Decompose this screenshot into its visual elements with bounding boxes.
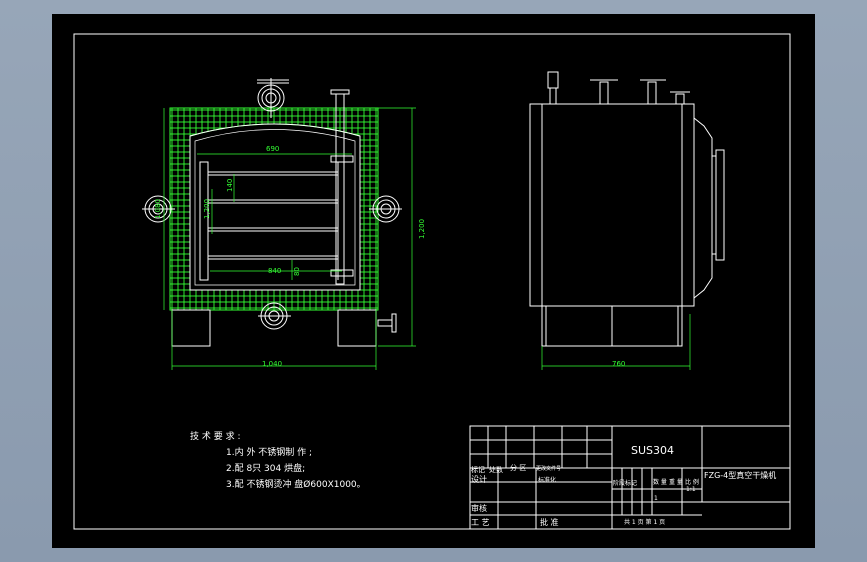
left-leg xyxy=(171,309,211,347)
technical-requirements: 技 术 要 求 : 1.内 外 不锈钢制 作 ; 2.配 8只 304 烘盘; … xyxy=(190,429,366,493)
tech-req-item-2: 2.配 8只 304 烘盘; xyxy=(226,464,306,474)
drawing-frame xyxy=(73,33,791,530)
dim-overall-height: 1,200 xyxy=(418,219,426,239)
title-block xyxy=(469,425,791,530)
approve-label: 批 准 xyxy=(540,517,559,527)
design-label: 设计 xyxy=(471,474,487,484)
dim-inner-width: 690 xyxy=(266,145,279,153)
drawing-name: FZG-4型真空干燥机 xyxy=(704,470,776,480)
quantity-label: 数 量 xyxy=(653,478,667,486)
scale-value: 1:1 xyxy=(686,486,696,493)
left-flange xyxy=(142,195,175,223)
inner-chamber xyxy=(189,123,361,291)
process-label: 工 艺 xyxy=(471,518,490,527)
dim-small-gap: 80 xyxy=(293,267,301,276)
dim-tray-spacing: 140 xyxy=(226,179,234,192)
side-door xyxy=(693,117,713,299)
side-body xyxy=(529,103,695,307)
scale-label: 比 例 xyxy=(685,478,699,486)
dim-left-inner: 1,200 xyxy=(203,199,211,219)
quantity-value: 1 xyxy=(654,495,658,502)
dim-side-width: 760 xyxy=(612,360,625,368)
weight-label: 重 量 xyxy=(669,478,683,486)
dim-shelf-width: 840 xyxy=(268,267,281,275)
standard-label: 标准化 xyxy=(538,476,556,484)
dim-bottom-width: 1,040 xyxy=(262,360,282,368)
change-doc-label: 更改文件号 xyxy=(536,465,561,472)
tech-req-item-1: 1.内 外 不锈钢制 作 ; xyxy=(226,448,313,458)
right-leg xyxy=(337,309,377,347)
sheets-label: 共 1 页 第 1 页 xyxy=(624,518,665,526)
drain-valve xyxy=(377,313,397,333)
door-handle xyxy=(715,149,725,261)
heating-pipe xyxy=(330,89,354,285)
drawing-canvas: 690 140 1,080 1,200 840 80 1,200 1,040 xyxy=(52,14,815,548)
zone-label: 分 区 xyxy=(510,463,526,472)
review-label: 审核 xyxy=(471,503,487,513)
material-label: SUS304 xyxy=(631,444,674,457)
right-flange xyxy=(369,195,402,223)
dim-outer-height: 1,080 xyxy=(154,199,162,219)
count-label: 处数 xyxy=(489,465,503,474)
side-view xyxy=(529,71,725,347)
tech-req-title: 技 术 要 求 : xyxy=(190,432,241,442)
bottom-flange xyxy=(258,302,291,330)
top-flange xyxy=(257,78,289,118)
tech-req-item-3: 3.配 不锈钢烫冲 盘Ø600X1000。 xyxy=(226,480,366,490)
front-view: 690 140 1,080 1,200 840 80 1,200 1,040 xyxy=(142,78,426,370)
stage-label: 阶段标记 xyxy=(613,479,637,487)
mark-label: 标记 xyxy=(471,465,485,474)
cad-drawing: 690 140 1,080 1,200 840 80 1,200 1,040 xyxy=(73,33,791,530)
tray-shelves xyxy=(199,161,339,281)
